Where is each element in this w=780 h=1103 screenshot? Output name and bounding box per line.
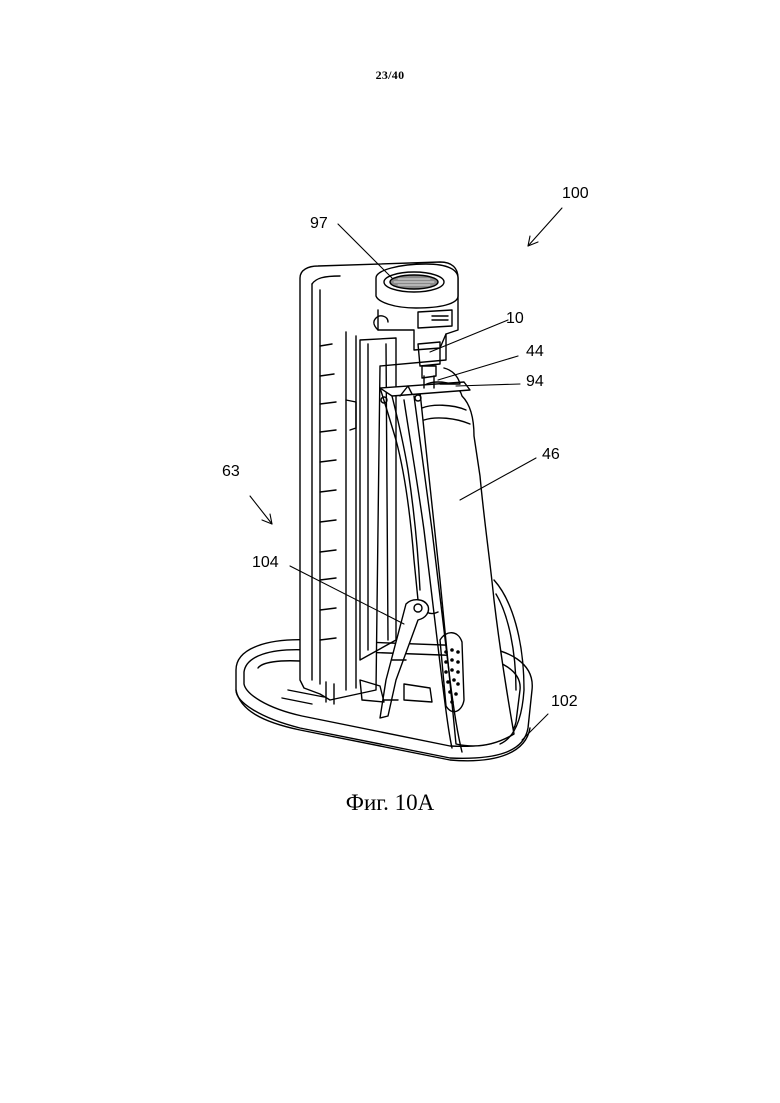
direction-arrows [250,208,562,524]
top-grid-97 [384,272,444,292]
ref-numeral-10: 10 [506,311,524,327]
ref-numeral-94: 94 [526,374,544,390]
ref-numeral-104: 104 [252,555,279,571]
ref-numeral-100: 100 [562,186,589,202]
ref-numeral-63: 63 [222,464,240,480]
ref-numeral-102: 102 [551,694,578,710]
ref-numeral-44: 44 [526,344,544,360]
figure-caption: Фиг. 10А [0,790,780,816]
ref-numeral-46: 46 [542,447,560,463]
ref-numeral-97: 97 [310,216,328,232]
